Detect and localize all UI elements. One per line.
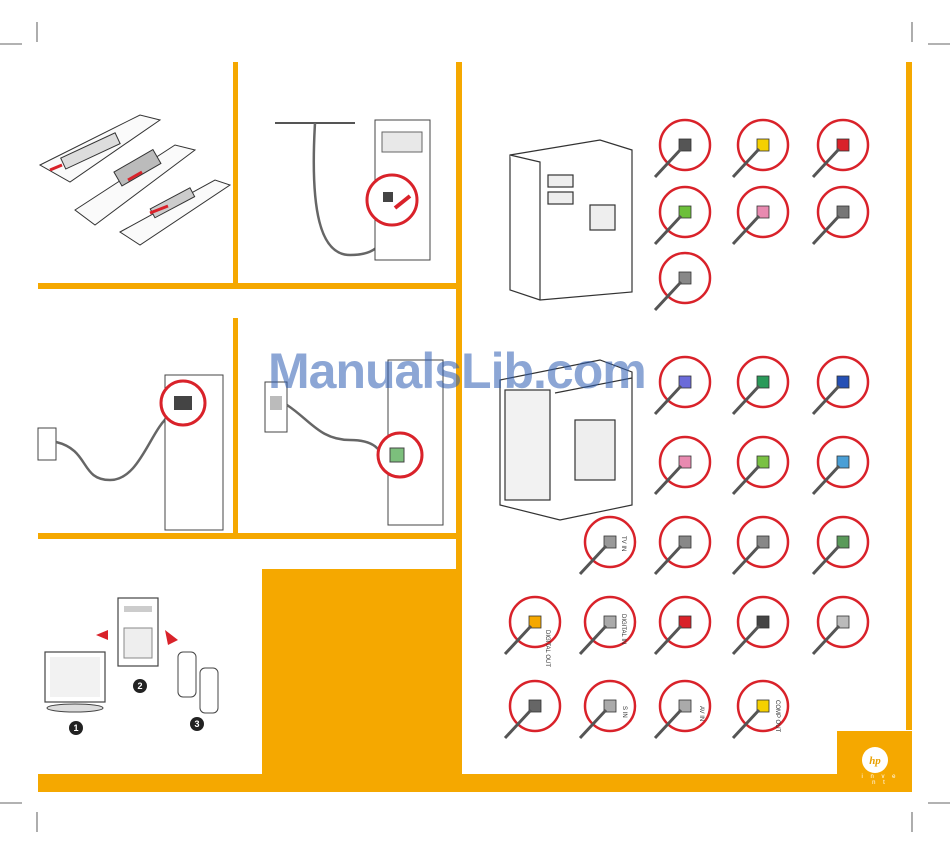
digital-in-label: DIGITAL IN [620,614,626,644]
digital-out-label: DIGITAL OUT [544,630,550,667]
line-in-port-icon [813,437,868,494]
digital-out-port-icon [505,597,560,654]
mic-port-icon [733,187,788,244]
joystick-port-icon [655,357,710,414]
step-3-label: 3 [194,719,199,729]
dvi-port-icon [813,597,868,654]
audio-out-port-icon [655,187,710,244]
firewire-port-icon [813,187,868,244]
hp-tagline: i n v e n t [860,774,900,786]
usb-rear-port-icon [655,517,710,574]
hp-logo-text: hp [869,755,881,767]
line-out-port-icon [733,437,788,494]
firewire-rear-port-icon [733,517,788,574]
usb-port-icon [655,253,710,310]
modem-port-icon [813,517,868,574]
av-in-label: AV IN [698,706,704,721]
crop-marks [0,22,950,832]
tower-front-illustration [510,140,632,300]
s-in-label: S IN [621,706,627,718]
ps2-port-icon [655,120,710,177]
comp-out-label: COMP OUT [774,700,780,733]
midi-port-icon [733,357,788,414]
remote-battery-illustration [40,115,230,245]
step-1-label: 1 [73,723,78,733]
rca-yellow-port-icon [733,120,788,177]
mic-rear-port-icon [655,437,710,494]
tv-out-port-icon [655,597,710,654]
coax-port-icon [733,597,788,654]
monitor-speakers-illustration: 1 2 3 [45,598,218,735]
tv-in-label: TV IN [620,536,626,551]
fm-antenna-illustration [275,120,430,260]
power-cord-illustration [38,375,223,530]
step-2-label: 2 [137,681,142,691]
vga-port-icon [813,357,868,414]
s-video-port-icon [505,681,560,738]
hp-logo-icon: hp [862,747,888,773]
watermark-text: ManualsLib.com [268,342,646,400]
rca-red-port-icon [813,120,868,177]
